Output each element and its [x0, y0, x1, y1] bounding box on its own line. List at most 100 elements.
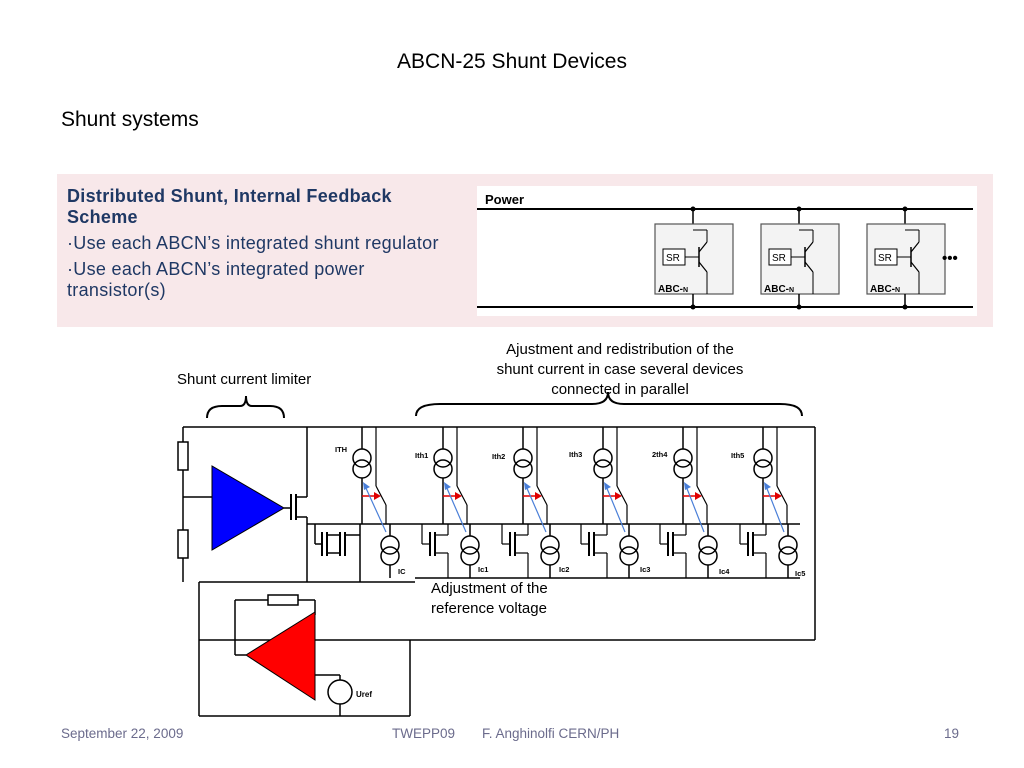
uref-voltage-source — [327, 679, 353, 705]
feedback-arrow — [765, 485, 785, 533]
chip-label-prefix: ABC- — [764, 284, 789, 295]
bottom-current-source — [380, 535, 400, 555]
bottom-source-label: Ic5 — [795, 569, 805, 578]
power-transistor-emitter — [910, 261, 920, 273]
reference-note-line: reference voltage — [431, 600, 547, 617]
chip-label-prefix: ABC- — [658, 284, 683, 295]
switch-blade — [776, 485, 788, 506]
switch-blade — [375, 485, 387, 506]
switch-blade — [456, 485, 468, 506]
abcn-chip: SR ABC-N — [866, 206, 946, 310]
switch-blade — [696, 485, 708, 506]
top-current-source — [352, 459, 372, 479]
top-current-source — [513, 459, 533, 479]
footer-date: September 22, 2009 — [61, 726, 184, 741]
top-source-label: 2th4 — [652, 450, 668, 459]
reference-note-line: Adjustment of the — [431, 580, 548, 597]
chip-supply-node — [796, 206, 802, 212]
top-current-source — [673, 448, 693, 468]
reference-amplifier-red — [245, 611, 316, 701]
chip-label-prefix: ABC- — [870, 284, 895, 295]
current-arrow-head — [775, 492, 782, 500]
mirror-transistor-pair — [314, 524, 361, 582]
feedback-arrow-head — [764, 482, 771, 490]
power-transistor-collector — [804, 241, 814, 253]
parallel-devices-brace — [415, 391, 803, 417]
top-current-source — [433, 459, 453, 479]
sr-label: SR — [878, 253, 892, 264]
shunt-limiter-brace — [206, 395, 285, 419]
divider-resistor-top — [177, 441, 189, 471]
power-transistor-collector — [910, 241, 920, 253]
chip-ground-node — [690, 304, 696, 310]
chip-label: ABC-N — [764, 284, 794, 295]
switch-blade — [616, 485, 628, 506]
bottom-current-source — [460, 535, 480, 555]
bottom-current-source — [778, 546, 798, 566]
feedback-arrow — [445, 485, 467, 533]
current-arrow-head — [615, 492, 622, 500]
bottom-source-label: Ic4 — [719, 567, 730, 576]
scheme-description: Distributed Shunt, Internal Feedback Sch… — [67, 186, 467, 301]
bottom-current-source — [540, 546, 560, 566]
bottom-current-source — [540, 535, 560, 555]
feedback-arrow — [685, 485, 705, 533]
feedback-arrow — [364, 485, 387, 533]
feedback-resistor — [267, 594, 299, 606]
scheme-bullet: ·Use each ABCN’s integrated power transi… — [67, 259, 365, 300]
top-current-source — [433, 448, 453, 468]
feedback-arrow — [605, 485, 626, 533]
chip-label-suffix: N — [683, 287, 688, 294]
slide-title: ABCN-25 Shunt Devices — [397, 50, 627, 73]
feedback-arrow-head — [684, 482, 691, 490]
bottom-current-source — [380, 546, 400, 566]
footer-author: F. Anghinolfi CERN/PH — [482, 726, 620, 741]
chip-label-suffix: N — [895, 287, 900, 294]
scheme-heading: Distributed Shunt, Internal Feedback Sch… — [67, 186, 392, 227]
scheme-bullet-text: Use each ABCN’s integrated power transis… — [67, 259, 365, 300]
more-chips-ellipsis: ••• — [942, 250, 958, 267]
chip-label-suffix: N — [789, 287, 794, 294]
bottom-current-source — [778, 535, 798, 555]
top-source-label: Ith5 — [731, 451, 744, 460]
feedback-arrow — [525, 485, 547, 533]
footer-conference: TWEPP09 — [392, 726, 456, 741]
chip-ground-node — [796, 304, 802, 310]
feedback-arrow-head — [524, 482, 531, 490]
chip-label: ABC-N — [658, 284, 688, 295]
top-current-source — [352, 448, 372, 468]
bottom-current-source — [619, 535, 639, 555]
bottom-current-source — [698, 546, 718, 566]
power-transistor-collector — [698, 241, 708, 253]
top-source-label: Ith2 — [492, 452, 505, 461]
adjustment-note: Ajustment and redistribution of the shun… — [470, 340, 770, 400]
current-arrow-head — [455, 492, 462, 500]
top-source-label: Ith3 — [569, 450, 582, 459]
power-label: Power — [485, 192, 524, 207]
adjustment-note-line: shunt current in case several devices — [496, 361, 744, 378]
top-current-source — [593, 459, 613, 479]
bottom-source-label: Ic3 — [640, 565, 650, 574]
adjustment-note-line: Ajustment and redistribution of the — [506, 341, 734, 358]
bottom-source-label: Ic1 — [478, 565, 488, 574]
bottom-current-source — [698, 535, 718, 555]
current-arrow-head — [695, 492, 702, 500]
bottom-source-label: IC — [398, 567, 406, 576]
bottom-source-label: Ic2 — [559, 565, 569, 574]
top-current-source — [513, 448, 533, 468]
chip-supply-node — [690, 206, 696, 212]
top-current-source — [753, 448, 773, 468]
bottom-current-source — [619, 546, 639, 566]
shunt-limiter-label: Shunt current limiter — [177, 371, 312, 388]
adjustment-note-line: connected in parallel — [551, 381, 689, 398]
scheme-bullet: ·Use each ABCN’s integrated shunt regula… — [67, 233, 439, 253]
power-transistor-emitter — [698, 261, 708, 273]
